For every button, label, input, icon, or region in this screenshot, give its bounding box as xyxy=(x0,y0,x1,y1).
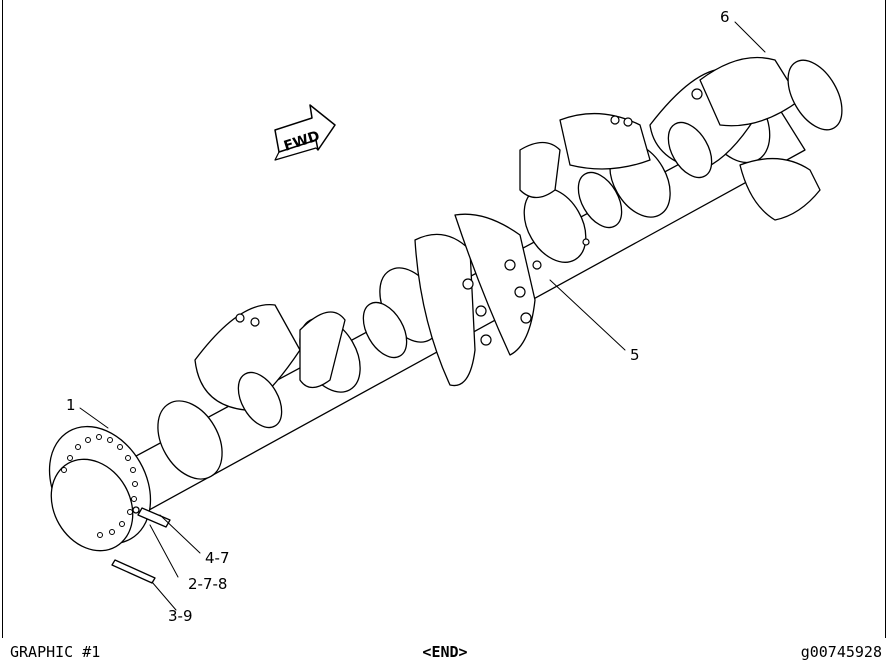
crankshaft-drawing: FWD xyxy=(48,21,843,611)
callout-6: 6 xyxy=(720,8,730,26)
counterweights xyxy=(194,56,821,411)
fwd-arrow-shape xyxy=(274,104,336,153)
callout-3-9: 3-9 xyxy=(168,607,193,625)
callout-4-7: 4-7 xyxy=(205,549,230,567)
graphic-id: g00745928 xyxy=(800,643,882,661)
front-flange xyxy=(48,425,152,552)
end-marker: <END> xyxy=(422,643,468,661)
frame-left-border xyxy=(2,0,3,638)
rear-flange xyxy=(787,59,843,131)
callout-5: 5 xyxy=(630,346,640,364)
dowel-pins xyxy=(111,506,171,584)
graphic-number-label: GRAPHIC #1 xyxy=(10,643,101,661)
frame-right-border xyxy=(885,0,886,638)
callout-2-7-8: 2-7-8 xyxy=(188,575,228,593)
callout-1: 1 xyxy=(66,396,76,414)
crank-pins xyxy=(237,121,713,429)
leader-lines xyxy=(79,21,766,611)
counterweight-bolts xyxy=(235,88,703,346)
